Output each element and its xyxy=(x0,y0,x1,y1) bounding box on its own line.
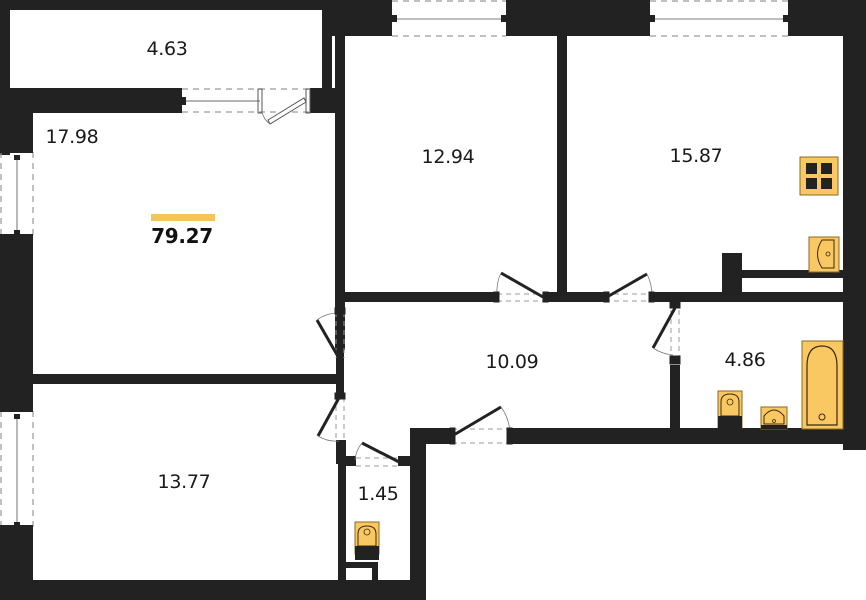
total-area: 79.27 xyxy=(151,224,213,248)
room-area-toilet: 1.45 xyxy=(357,483,399,505)
door-bathroom[interactable] xyxy=(651,301,681,365)
window-left-bedroom2 xyxy=(0,409,34,528)
room-area-bedroom-1: 12.94 xyxy=(421,146,475,168)
window-top-bedroom1 xyxy=(392,0,506,37)
door-kitchen[interactable] xyxy=(603,272,655,303)
room-area-hallway: 10.09 xyxy=(485,351,539,373)
door-entrance[interactable] xyxy=(449,405,513,445)
balcony-door xyxy=(182,88,311,125)
room-area-kitchen: 15.87 xyxy=(669,145,723,167)
door-bedroom1[interactable] xyxy=(493,271,549,303)
room-area-living-room: 17.98 xyxy=(45,126,99,148)
bathtub-icon xyxy=(801,340,844,430)
window-left-living xyxy=(0,150,34,237)
kitchen-sink-icon xyxy=(808,236,840,273)
stove-icon xyxy=(799,156,839,196)
window-top-kitchen xyxy=(650,0,788,37)
room-area-balcony: 4.63 xyxy=(146,38,188,60)
washbasin-icon xyxy=(760,406,788,430)
door-bedroom2[interactable] xyxy=(316,392,346,442)
toilet-icon xyxy=(717,390,743,430)
room-area-bedroom-2: 13.77 xyxy=(157,471,211,493)
door-living-room[interactable] xyxy=(315,307,346,361)
door-toilet[interactable] xyxy=(354,441,402,467)
room-area-bathroom: 4.86 xyxy=(724,349,766,371)
toilet-icon xyxy=(354,521,380,560)
total-area-accent-bar xyxy=(151,214,215,221)
